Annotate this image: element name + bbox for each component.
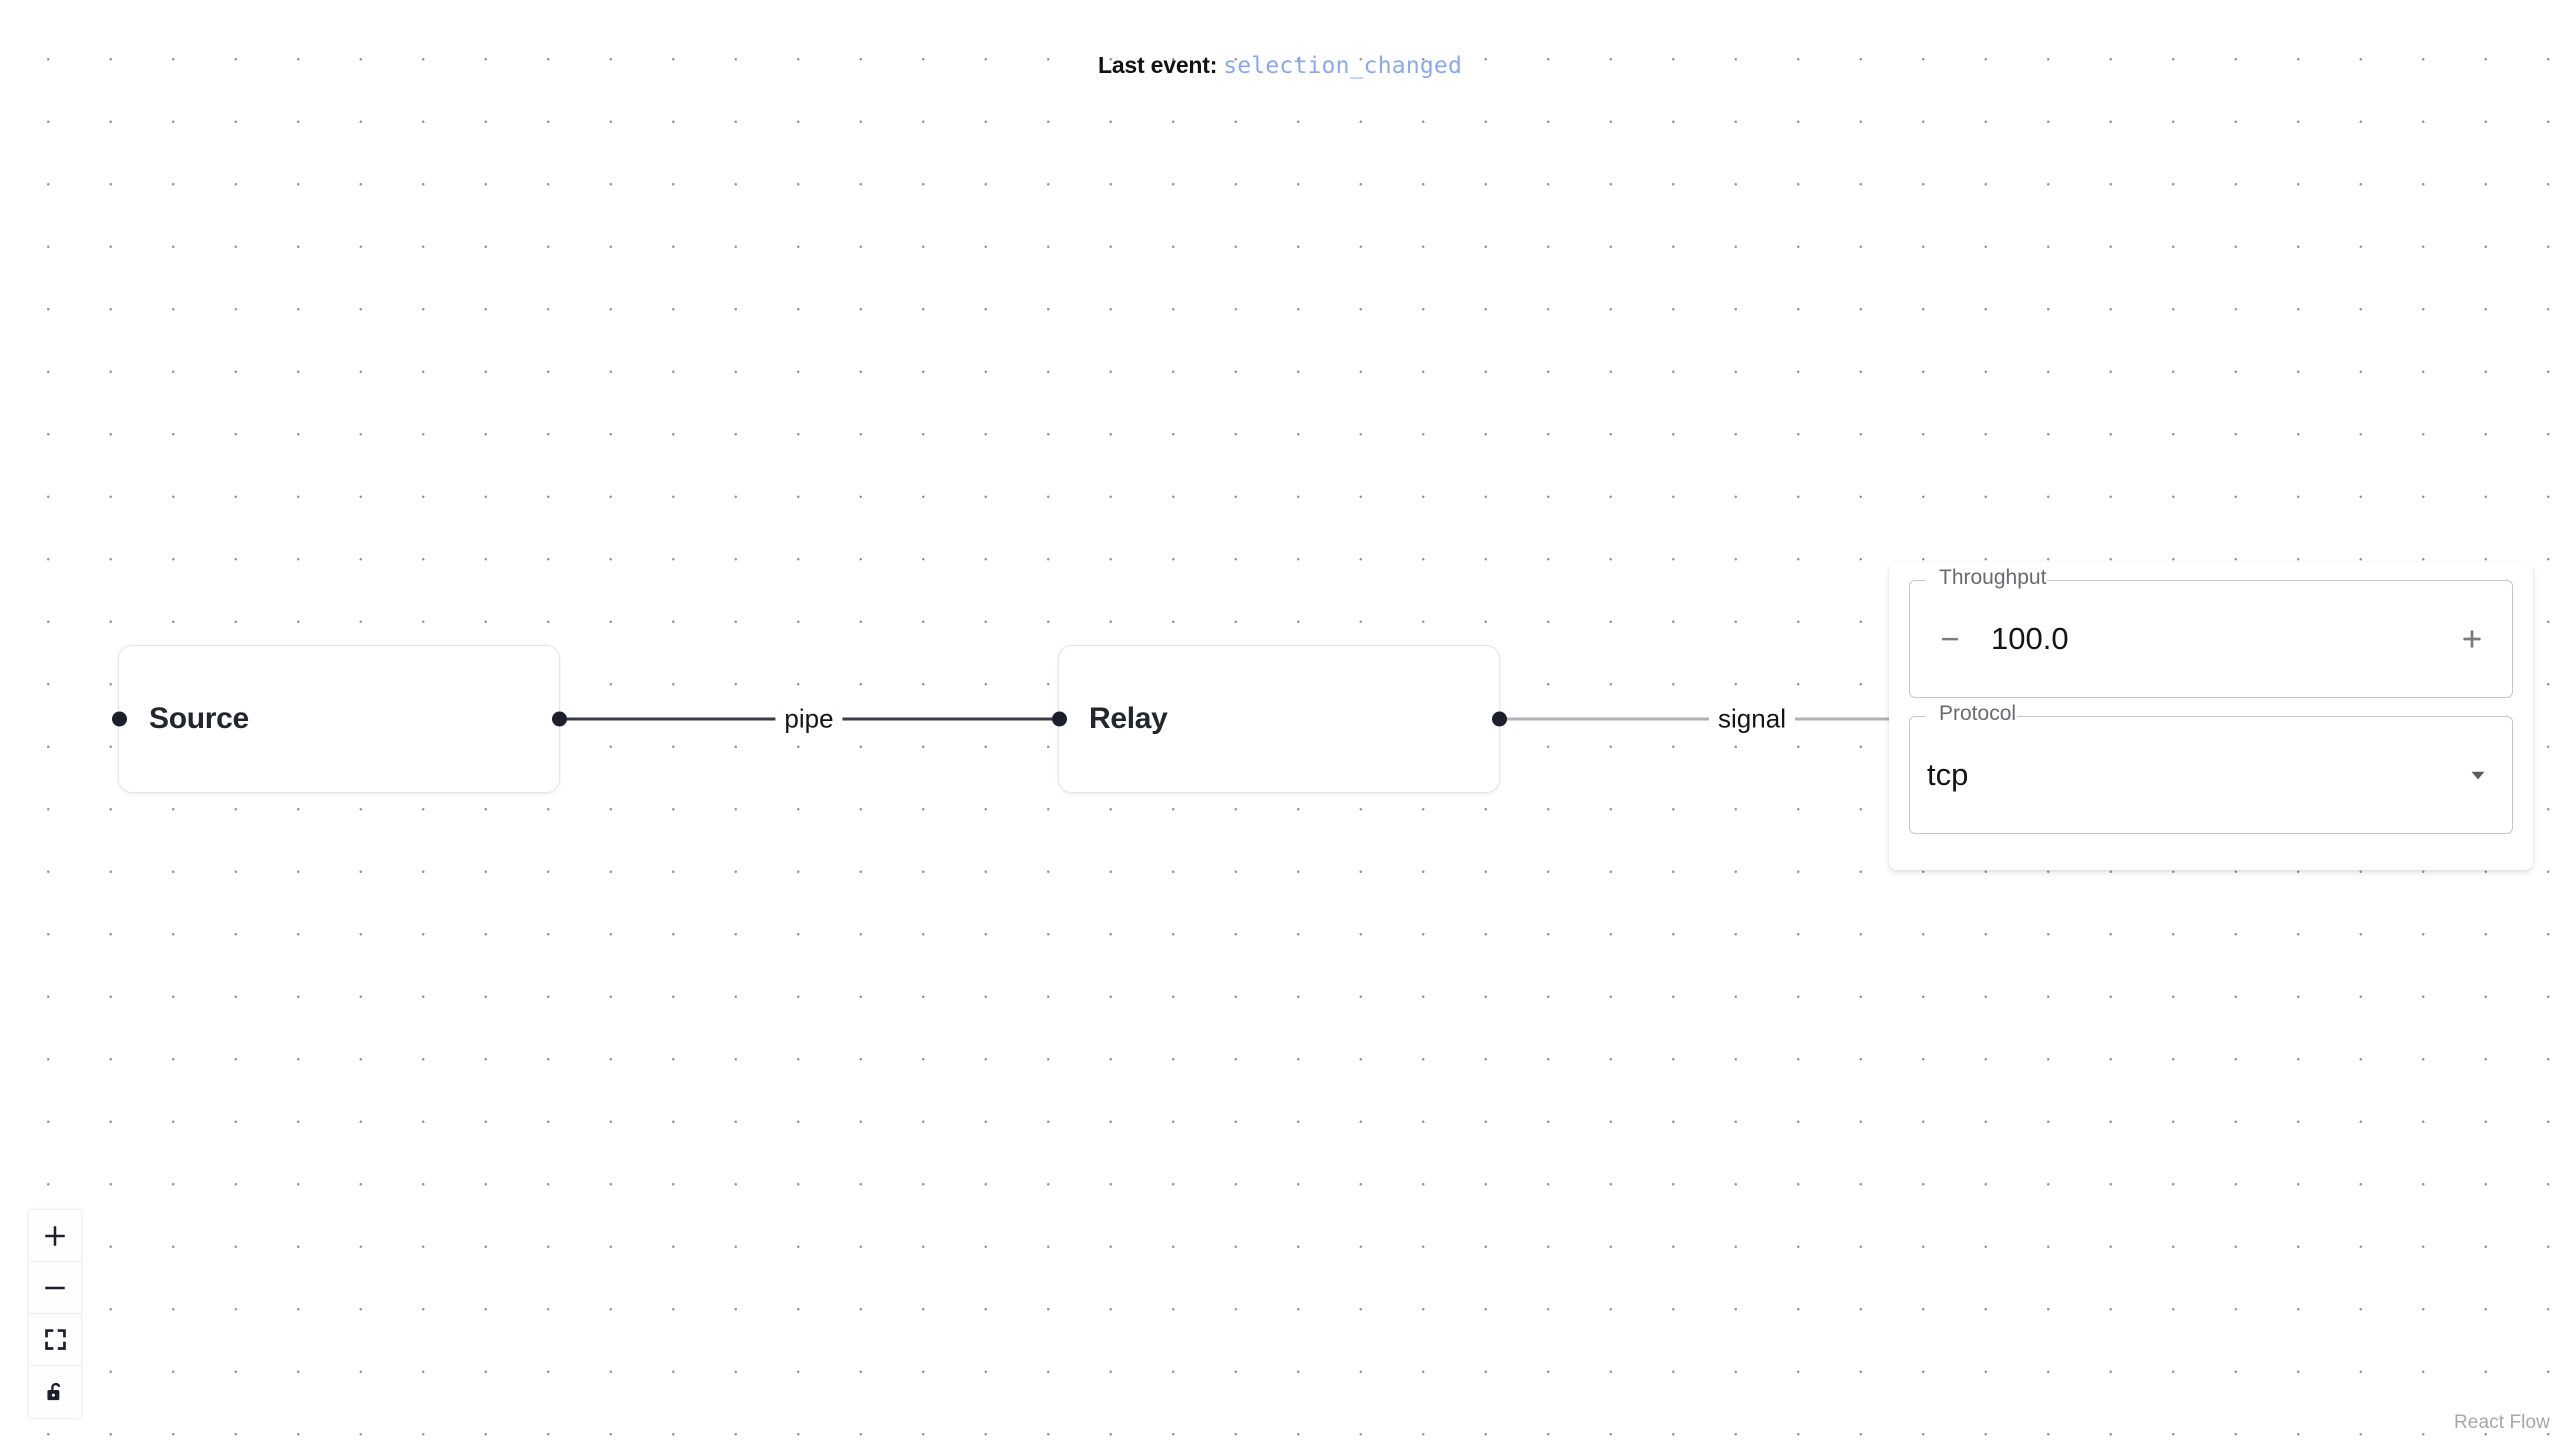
field-throughput-label: Throughput bbox=[1939, 566, 2047, 589]
toggle-interactivity-button[interactable] bbox=[29, 1366, 81, 1418]
throughput-decrement-button[interactable] bbox=[1927, 616, 1973, 662]
unlock-icon bbox=[42, 1379, 68, 1405]
node-source-title: Source bbox=[149, 702, 249, 735]
node-relay[interactable]: Relay bbox=[1051, 645, 1507, 793]
flow-controls bbox=[29, 1210, 81, 1418]
minus-icon bbox=[42, 1275, 68, 1301]
zoom-out-button[interactable] bbox=[29, 1262, 81, 1314]
field-protocol[interactable]: Protocol tcp bbox=[1909, 703, 2513, 834]
field-protocol-label: Protocol bbox=[1939, 702, 2017, 725]
throughput-increment-button[interactable] bbox=[2449, 616, 2495, 662]
handle-source-source[interactable] bbox=[551, 711, 567, 727]
plus-icon bbox=[42, 1223, 68, 1249]
properties-panel: Throughput 100.0 bbox=[1889, 562, 2533, 870]
handle-source-relay[interactable] bbox=[1491, 711, 1507, 727]
fit-view-icon bbox=[43, 1327, 68, 1352]
zoom-in-button[interactable] bbox=[29, 1210, 81, 1262]
chevron-down-icon[interactable] bbox=[2461, 758, 2495, 792]
field-throughput-content: 100.0 bbox=[1909, 580, 2513, 698]
field-throughput: Throughput 100.0 bbox=[1909, 567, 2513, 698]
last-event-value: selection_changed bbox=[1223, 53, 1463, 79]
throughput-value[interactable]: 100.0 bbox=[1991, 621, 2069, 656]
last-event-label: Last event: bbox=[1097, 52, 1218, 78]
protocol-value[interactable]: tcp bbox=[1927, 757, 1969, 792]
handle-target-relay[interactable] bbox=[1051, 711, 1067, 727]
last-event-status: Last event:selection_changed bbox=[0, 52, 2560, 79]
handle-target-source[interactable] bbox=[111, 711, 127, 727]
node-source[interactable]: Source bbox=[111, 645, 567, 793]
edge-label-pipe[interactable]: pipe bbox=[775, 702, 843, 736]
minus-icon bbox=[1936, 625, 1964, 653]
edge-label-signal[interactable]: signal bbox=[1709, 702, 1795, 736]
field-protocol-content[interactable]: tcp bbox=[1909, 716, 2513, 834]
node-relay-title: Relay bbox=[1089, 702, 1168, 735]
plus-icon bbox=[2457, 624, 2487, 654]
react-flow-attribution[interactable]: React Flow bbox=[2453, 1412, 2550, 1433]
fit-view-button[interactable] bbox=[29, 1314, 81, 1366]
